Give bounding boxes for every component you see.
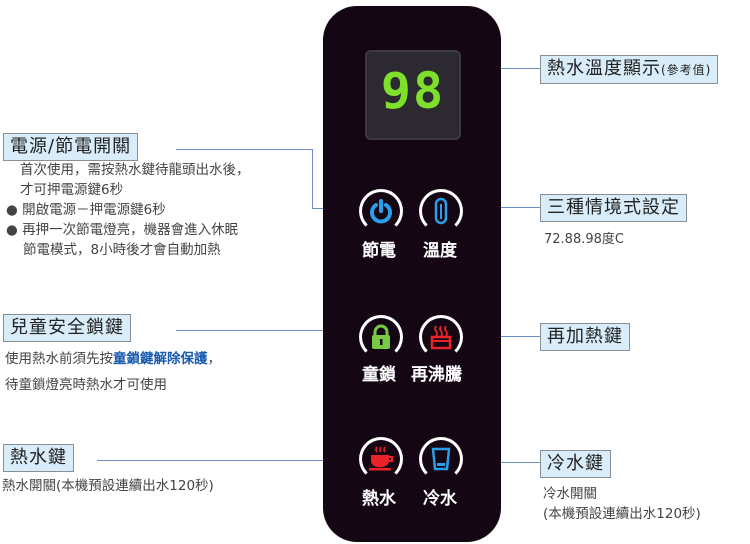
connector-coldwater (468, 462, 542, 463)
connector-temperature (468, 207, 542, 208)
power-callout-text: 首次使用，需按熱水鍵待龍頭出水後， 才可押電源鍵6秒 (20, 162, 250, 198)
connector-childlock (176, 330, 354, 331)
cold-cup-icon (431, 447, 451, 471)
temperature-readout: 98 (380, 62, 446, 120)
childlock-callout-text: 使用熱水前須先按童鎖鍵解除保護， 待童鎖燈亮時熱水才可使用 (5, 351, 221, 393)
connector-hotwater (97, 460, 355, 461)
hotwater-callout-text: 熱水開關(本機預設連續出水120秒) (2, 478, 214, 494)
cold-water-label: 冷水 (423, 489, 457, 509)
hot-cup-icon (369, 446, 393, 471)
reboil-label: 再沸騰 (411, 365, 462, 385)
power-icon (370, 199, 392, 224)
child-lock-button[interactable] (359, 315, 403, 359)
hot-water-button[interactable] (359, 437, 403, 481)
connector-power (312, 149, 313, 209)
hot-water-label: 熱水 (362, 489, 396, 509)
hotwater-callout-title: 熱水鍵 (3, 444, 74, 472)
power-callout-bullets: ● 開啟電源－押電源鍵6秒 ● 再押一次節電燈亮，機器會進入休眠 節電模式，8小… (6, 202, 239, 258)
temperature-display: 98 (365, 50, 461, 140)
lock-icon (372, 324, 390, 349)
child-lock-label: 童鎖 (362, 365, 396, 385)
temperature-callout-text: 72.88.98度C (544, 232, 624, 247)
connector-reboil (468, 336, 542, 337)
reboil-callout-title: 再加熱鍵 (540, 323, 630, 351)
cold-water-button[interactable] (419, 437, 463, 481)
childlock-callout-title: 兒童安全鎖鍵 (3, 314, 131, 342)
temperature-callout-title: 三種情境式設定 (540, 194, 687, 222)
power-callout-title: 電源/節電開關 (3, 133, 139, 161)
power-save-button[interactable] (359, 189, 403, 233)
childlock-highlight: 童鎖鍵解除保護 (113, 351, 208, 367)
reboil-icon (430, 325, 452, 350)
connector-display (462, 68, 542, 69)
display-callout-title: 熱水溫度顯示(參考值) (540, 55, 719, 84)
temperature-button[interactable] (419, 189, 463, 233)
temperature-label: 溫度 (423, 241, 457, 261)
reboil-button[interactable] (419, 315, 463, 359)
coldwater-callout-title: 冷水鍵 (540, 450, 611, 478)
thermometer-icon (434, 197, 448, 225)
power-save-label: 節電 (362, 241, 396, 261)
connector-power (176, 149, 313, 150)
coldwater-callout-text: 冷水開關 (本機預設連續出水120秒) (543, 486, 701, 522)
